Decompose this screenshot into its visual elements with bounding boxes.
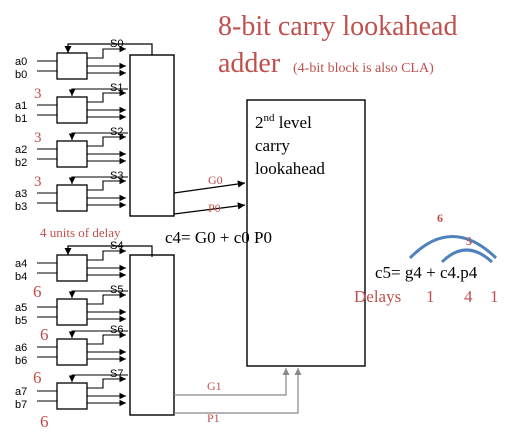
input-a-label: a5 <box>15 302 27 314</box>
title-line2: adder <box>218 48 281 79</box>
adder-cell <box>56 298 88 326</box>
arc-label-outer: 6 <box>437 211 443 225</box>
second-level-label-3: lookahead <box>255 159 325 178</box>
second-level-sup-prefix: 2 <box>255 113 264 132</box>
input-a-label: a1 <box>15 100 27 112</box>
equation-c4: c4= G0 + c0 P0 <box>165 228 272 247</box>
delay-lower: 6 <box>33 282 42 301</box>
input-b-label: b5 <box>15 315 27 327</box>
g0-p0-lines <box>173 180 246 215</box>
upper-group-box <box>129 54 175 217</box>
arc-outer <box>408 235 498 260</box>
input-b-label: b7 <box>15 399 27 411</box>
title-note: (4-bit block is also CLA) <box>293 61 434 76</box>
lower-group-box <box>129 254 175 416</box>
input-b-label: b1 <box>15 113 27 125</box>
sum-output-wire <box>87 177 126 191</box>
input-a-label: a4 <box>15 258 27 270</box>
delay-lower: 6 <box>40 325 49 344</box>
adder-cell <box>56 254 88 282</box>
input-a-label: a7 <box>15 386 27 398</box>
carry-in-wire <box>68 374 128 382</box>
second-level-cla-box <box>246 99 366 367</box>
c4-feedback <box>64 245 153 257</box>
input-a-label: a3 <box>15 188 27 200</box>
delay-numbers: 3 3 3 6 6 6 6 <box>33 86 49 431</box>
sum-label: S2 <box>110 126 123 138</box>
sum-label: S0 <box>110 38 123 50</box>
sum-output-wire <box>87 375 126 389</box>
carry-in-wire <box>68 290 128 298</box>
second-level-label-2: carry <box>255 136 290 155</box>
input-a-label: a2 <box>15 144 27 156</box>
delay-upper: 3 <box>34 130 42 146</box>
carry-in-wire <box>68 176 128 184</box>
delays-label: Delays <box>354 287 401 306</box>
delay-value-2: 4 <box>464 287 473 306</box>
second-level-rest: level <box>275 113 313 132</box>
arc-label-inner: 5 <box>466 234 472 248</box>
delay-value-3: 1 <box>490 287 499 306</box>
input-b-label: b3 <box>15 201 27 213</box>
delay-upper: 3 <box>34 86 42 102</box>
sum-label: S5 <box>110 284 123 296</box>
sum-output-wire <box>87 45 126 59</box>
input-b-label: b2 <box>15 157 27 169</box>
equation-c5: c5= g4 + c4.p4 <box>375 263 478 282</box>
input-b-label: b4 <box>15 271 27 283</box>
sum-label: S6 <box>110 324 123 336</box>
input-a-label: a0 <box>15 56 27 68</box>
sum-output-wire <box>87 133 126 147</box>
upper-block-delay: 4 units of delay <box>40 225 121 240</box>
title-line1: 8-bit carry lookahead <box>218 11 457 42</box>
adder-cell <box>56 382 88 410</box>
sum-output-wire <box>87 331 126 345</box>
sum-label: S7 <box>110 368 123 380</box>
arc-inner <box>440 248 494 264</box>
adder-cell <box>56 140 88 168</box>
signal-p1: P1 <box>207 411 220 425</box>
adder-cell <box>56 338 88 366</box>
input-a-label: a6 <box>15 342 27 354</box>
delay-lower: 6 <box>33 368 42 387</box>
carry-in-wire <box>68 88 128 96</box>
delay-value-1: 1 <box>426 287 435 306</box>
adder-cell <box>56 184 88 212</box>
input-b-label: b6 <box>15 355 27 367</box>
sum-output-wire <box>87 291 126 305</box>
sum-output-wire <box>87 89 126 103</box>
sum-output-wire <box>87 247 126 261</box>
delay-lower: 6 <box>40 412 49 431</box>
g1-p1-lines <box>174 368 302 414</box>
adder-cell <box>56 96 88 124</box>
delay-upper: 3 <box>34 174 42 190</box>
upper-carry-feedback <box>64 43 153 58</box>
sum-label: S1 <box>110 82 123 94</box>
signal-g1: G1 <box>207 379 222 393</box>
second-level-sup: nd <box>264 112 276 124</box>
signal-g0: G0 <box>208 173 223 187</box>
adder-cell <box>56 52 88 80</box>
second-level-label-1: 2nd level <box>255 112 312 132</box>
carry-in-wire <box>68 132 128 140</box>
sum-label: S3 <box>110 170 123 182</box>
carry-in-wire <box>68 330 128 338</box>
signal-p0: P0 <box>208 201 221 215</box>
input-b-label: b0 <box>15 69 27 81</box>
